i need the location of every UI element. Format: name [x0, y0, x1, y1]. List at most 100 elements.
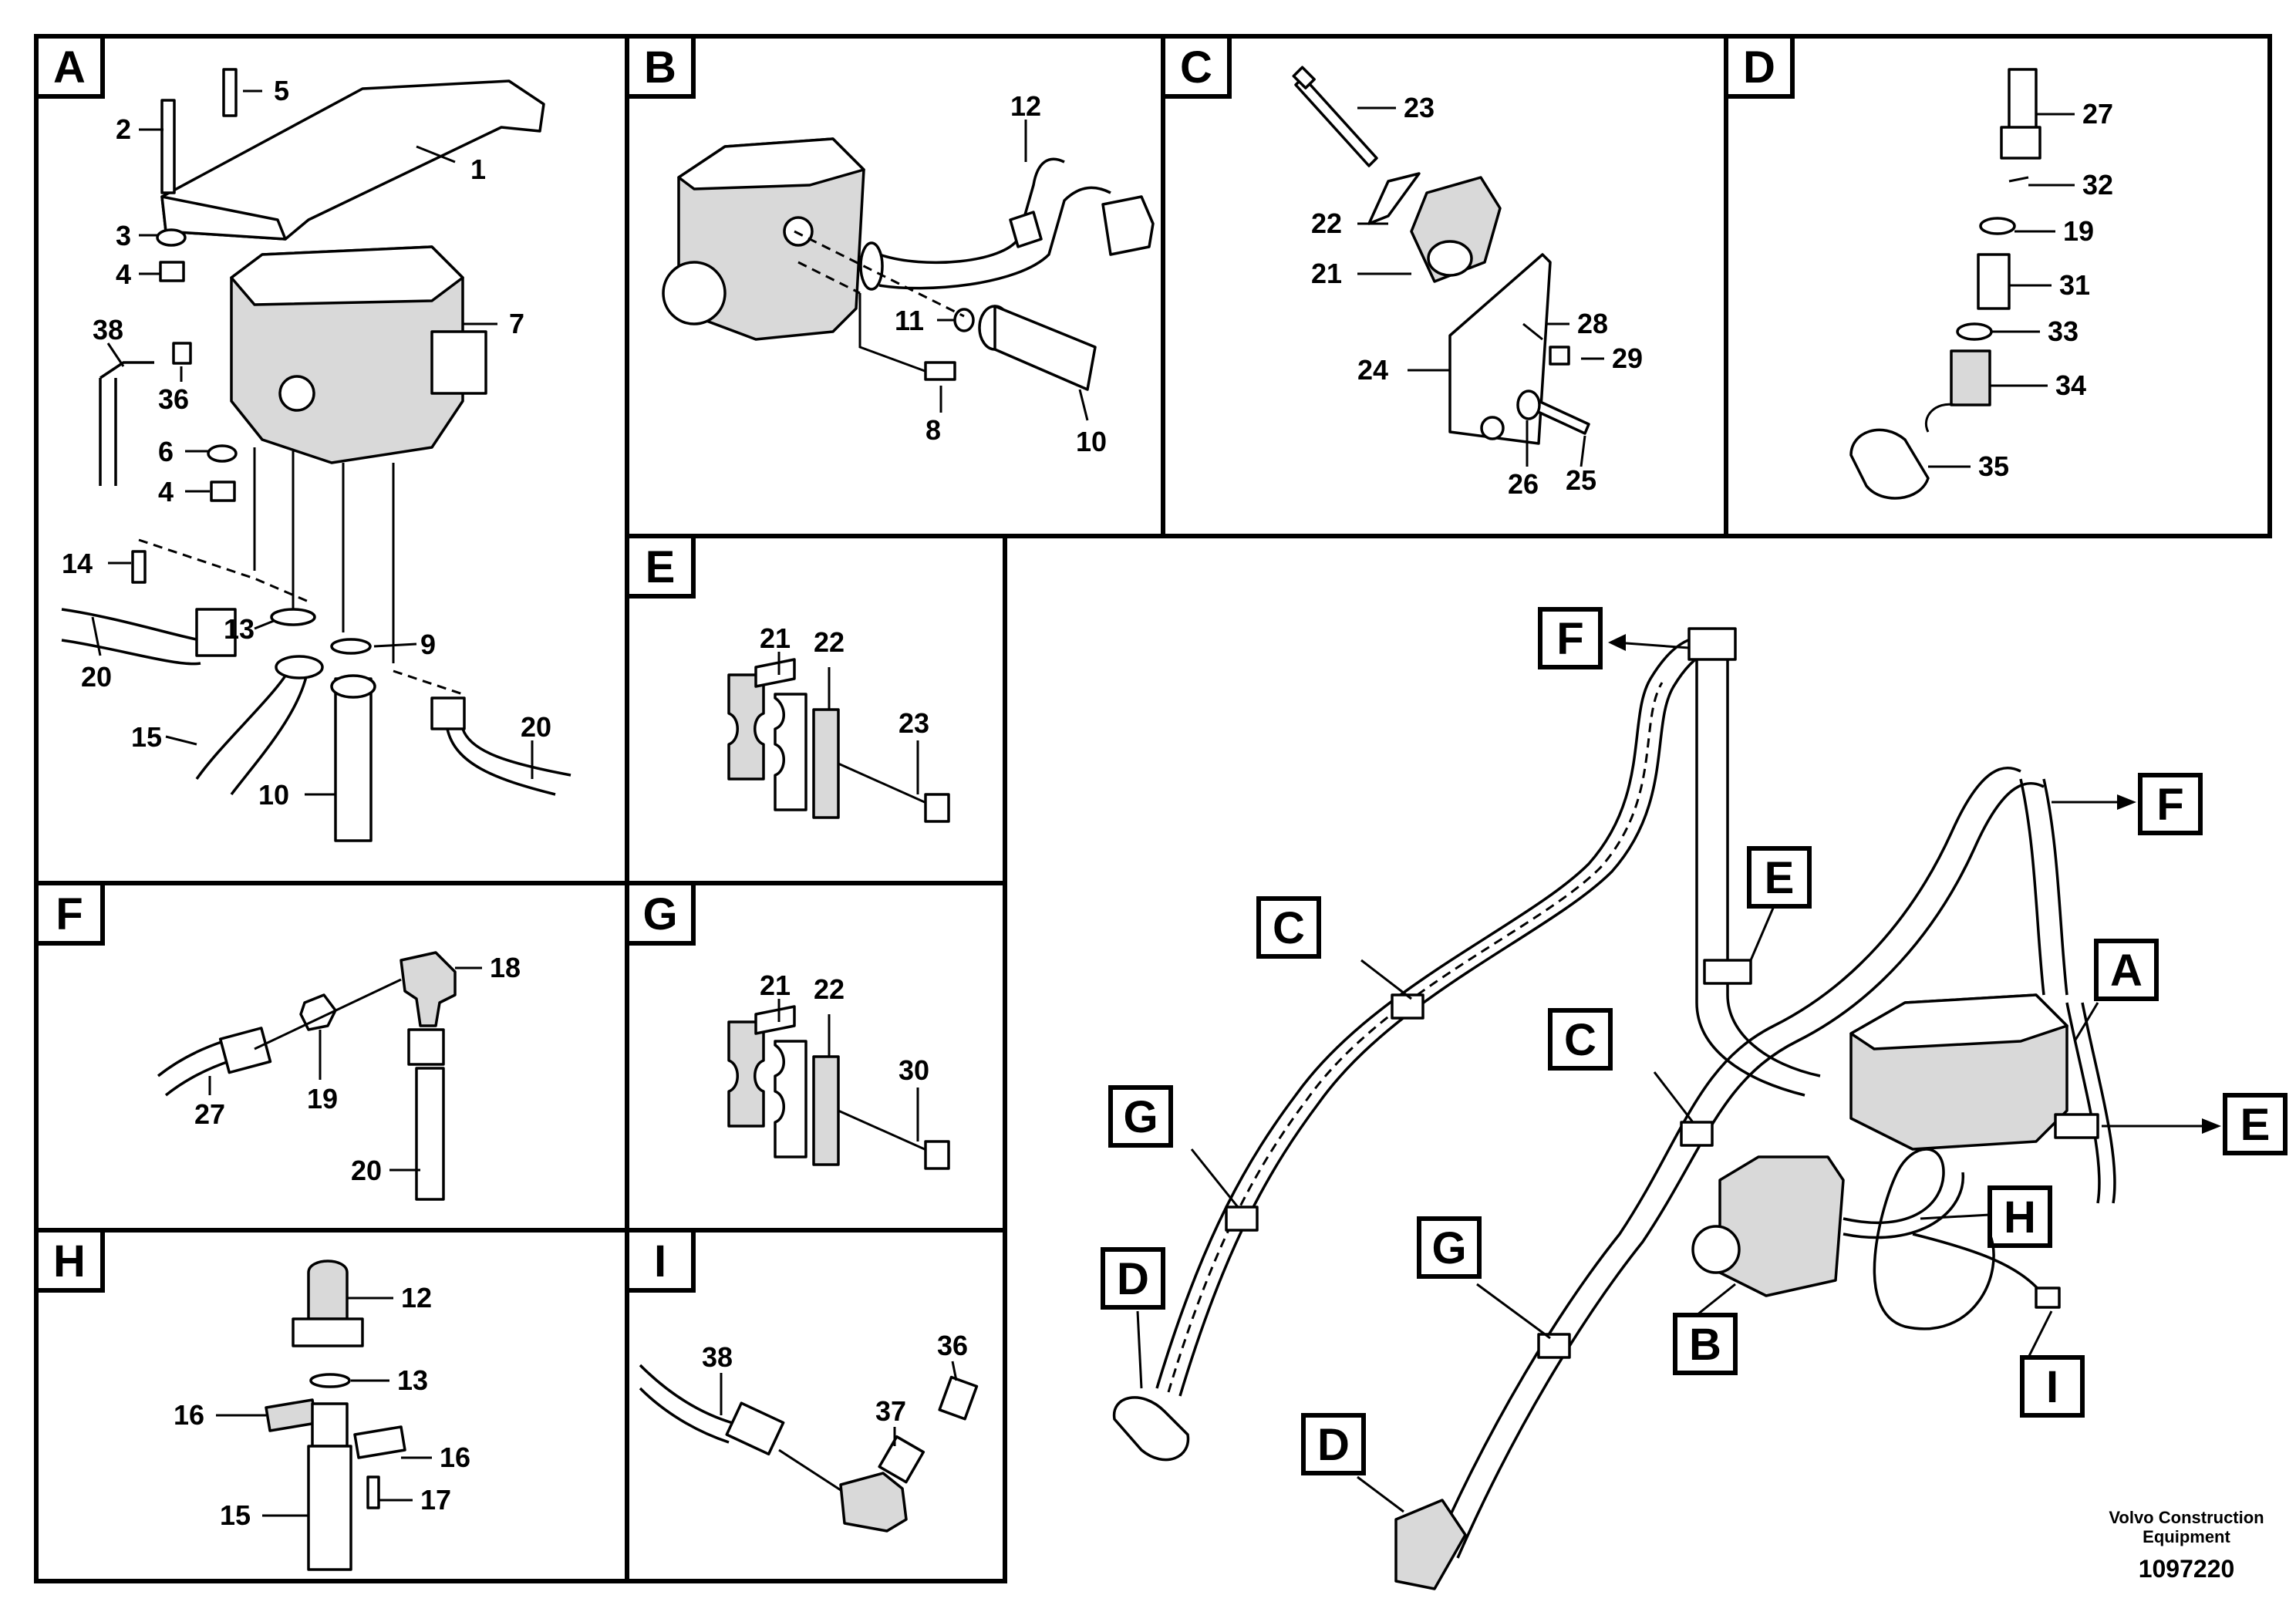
panel-h: [265, 1259, 406, 1571]
overview-hose-loop-b: [1843, 1172, 1964, 1239]
overview-fitting-top: [1687, 627, 1737, 661]
label-a-4b: 4: [158, 476, 174, 508]
label-f-27: 27: [194, 1098, 225, 1130]
label-e-22: 22: [814, 626, 845, 658]
bolt-2: [160, 99, 176, 194]
b-guide-3: [858, 293, 934, 376]
label-h-16: 16: [174, 1399, 204, 1431]
washer-28: [1522, 322, 1543, 341]
label-f-18: 18: [490, 952, 521, 983]
panel-c-labels: 23 22 21 28 24 29 26 25: [1311, 92, 1643, 500]
washer-3: [156, 228, 187, 247]
panel-g-leaders: [777, 999, 919, 1141]
panel-h-letter: H: [34, 1228, 105, 1293]
clamp-half-21g-b: [774, 1040, 807, 1158]
nut-4-bottom: [210, 481, 236, 502]
overview-clamp-e-top: [1703, 959, 1752, 985]
overview-callout-g-right-text: G: [1431, 1223, 1466, 1273]
panel-e: [727, 658, 950, 823]
footer-company-line2: Equipment: [2143, 1527, 2230, 1546]
overview-hose-mid-b: [1456, 781, 2045, 1559]
panel-a-letter-text: A: [53, 42, 86, 93]
overview-callout-b: B: [1673, 1313, 1738, 1375]
oring-13: [270, 608, 316, 626]
overview-callout-h-text: H: [2004, 1192, 2036, 1243]
label-h-13: 13: [397, 1364, 428, 1396]
hose-27-f-a: [157, 1040, 224, 1077]
label-i-36: 36: [937, 1330, 968, 1361]
panel-e-labels: 21 22 23: [760, 622, 929, 739]
bolt-23-e-shank: [838, 762, 934, 808]
panel-c-leaders: [1357, 106, 1604, 467]
guide-dash-1: [138, 538, 309, 603]
overview-control-valve-solenoid: [1691, 1225, 1741, 1274]
panel-b: [662, 137, 1155, 391]
overview-hose-right-b: [2042, 778, 2068, 996]
plate-22-g: [812, 1055, 840, 1166]
panel-f-letter-text: F: [56, 889, 83, 939]
oring-32: [2008, 176, 2029, 183]
label-b-11: 11: [895, 305, 924, 336]
label-a-36: 36: [158, 383, 189, 415]
label-d-31: 31: [2059, 269, 2090, 301]
hose-27-f-b: [164, 1059, 232, 1097]
pipe-10-fitting: [330, 674, 376, 699]
washer-26: [1516, 389, 1541, 420]
overview-hose-right-d: [2081, 1002, 2116, 1204]
overview-hose-mid-a: [1433, 766, 2021, 1551]
bolt-23-e-head: [924, 793, 950, 823]
panel-c-letter: C: [1161, 34, 1232, 99]
b-guide-1: [794, 230, 965, 318]
overview-hose-right-c: [2065, 1002, 2101, 1204]
overview-arrows: [1136, 634, 2221, 1513]
valve-block-7-port: [430, 330, 487, 395]
oring-9: [330, 638, 372, 655]
hose-15-h-fitting: [311, 1402, 349, 1448]
label-a-13: 13: [224, 613, 255, 645]
label-e-23: 23: [899, 707, 929, 739]
overview-callout-c-right: C: [1548, 1008, 1613, 1071]
overview-callouts: F F E E C C A G: [1101, 607, 2288, 1475]
panel-i-labels: 38 36 37: [702, 1330, 968, 1427]
bolt-30-shank: [838, 1109, 934, 1155]
label-a-20b: 20: [521, 711, 551, 743]
panel-d-letter: D: [1724, 34, 1795, 99]
fitting-36-i: [938, 1375, 979, 1421]
panel-frames: [34, 34, 2272, 1583]
label-h-16b: 16: [440, 1442, 470, 1473]
valve-block-7-top: [230, 245, 464, 306]
pipe-10-b-body: [993, 305, 1097, 391]
overview-callout-e-right: E: [2223, 1093, 2288, 1155]
nut-4-top: [159, 261, 185, 282]
label-c-23: 23: [1404, 92, 1435, 123]
overview-callout-d-left: D: [1101, 1247, 1165, 1310]
overview-callout-e-right-text: E: [2240, 1100, 2271, 1150]
washer-6: [207, 444, 238, 463]
panel-d: [1849, 68, 2041, 500]
nut-29: [1549, 346, 1570, 366]
panel-f-leaders: [208, 966, 482, 1172]
panel-i-letter: I: [625, 1228, 696, 1293]
screw-14: [131, 550, 147, 584]
overview-callout-e-top-text: E: [1765, 853, 1795, 903]
overview-callout-f-right-text: F: [2156, 780, 2183, 830]
hose-20-left-fitting: [195, 608, 237, 657]
footer: Volvo Construction Equipment 1097220: [2109, 1508, 2264, 1583]
panel-a-letter: A: [34, 34, 105, 99]
elbow-18: [400, 951, 457, 1027]
pipe-12-h: [307, 1259, 349, 1320]
pipe-12-flange: [1101, 195, 1155, 256]
overview-callout-c-left: C: [1256, 896, 1321, 959]
dust-cap-35-chain: [1925, 403, 1956, 433]
panel-a: [61, 68, 571, 842]
coupling-34: [1950, 349, 1991, 406]
label-a-3: 3: [116, 220, 131, 251]
overview-callout-e-top: E: [1747, 846, 1812, 909]
label-c-24: 24: [1357, 354, 1388, 386]
label-h-15: 15: [220, 1499, 251, 1531]
overview-clamp-c-right: [1680, 1121, 1714, 1147]
valve-block-7-cap: [278, 375, 315, 412]
overview-callout-g-right: G: [1417, 1216, 1482, 1279]
panel-c: [1292, 66, 1590, 445]
hose-20-left: [61, 608, 201, 642]
